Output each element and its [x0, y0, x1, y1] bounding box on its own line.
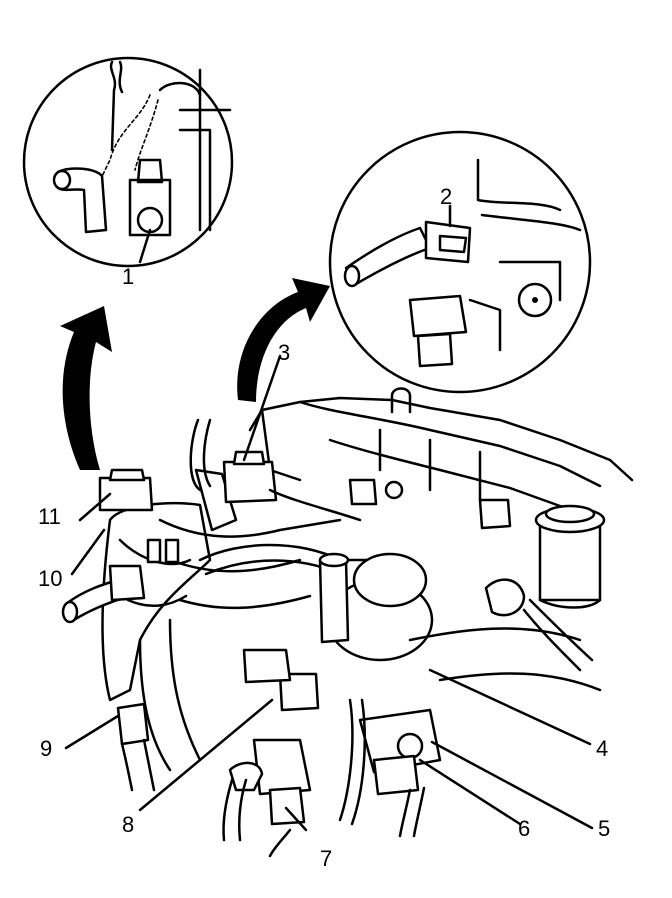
detail-circle-1: [22, 56, 234, 268]
callout-2: 2: [440, 184, 452, 209]
callout-labels: 1 2 3 4 5 6 7 8 9 10 11: [38, 184, 610, 871]
curved-arrow-left: [60, 306, 112, 470]
detail-view-2: [328, 130, 592, 394]
callout-11: 11: [38, 504, 61, 529]
detail-circle-2: [328, 130, 592, 394]
callout-4: 4: [596, 736, 608, 761]
callout-7: 7: [320, 846, 332, 871]
callout-5: 5: [598, 816, 610, 841]
callout-1: 1: [122, 264, 134, 289]
callout-3: 3: [278, 340, 290, 365]
callout-10: 10: [38, 566, 62, 591]
detail-view-1: [22, 56, 234, 268]
callout-9: 9: [40, 736, 52, 761]
engine-assembly: [61, 387, 634, 858]
curved-arrow-right: [237, 278, 330, 402]
callout-6: 6: [518, 816, 530, 841]
leader-lines: [64, 354, 594, 832]
callout-8: 8: [122, 812, 134, 837]
